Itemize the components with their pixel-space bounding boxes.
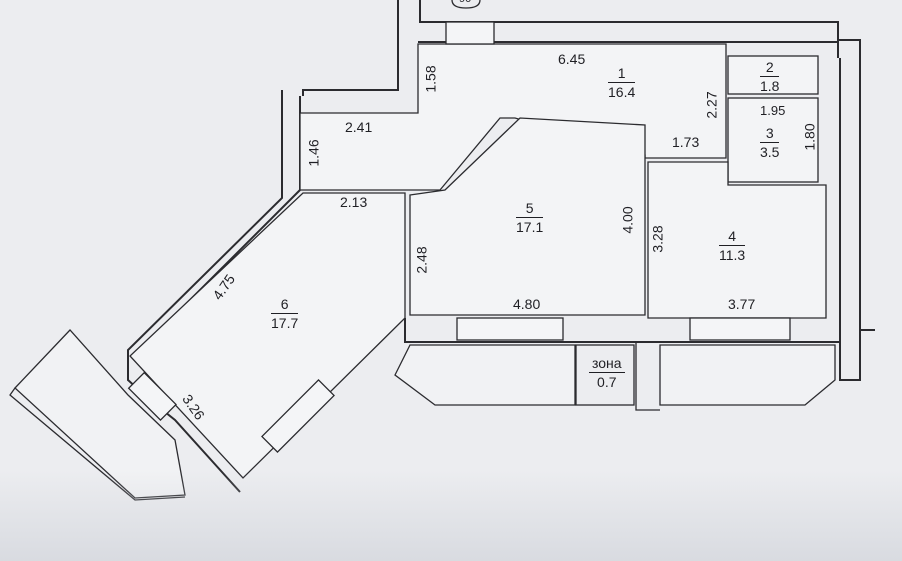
window-room5 bbox=[456, 317, 564, 341]
window-room4 bbox=[689, 317, 791, 341]
room-3 bbox=[727, 97, 819, 183]
balcony-left bbox=[394, 344, 576, 406]
room-area: 17.1 bbox=[516, 218, 544, 235]
room-1 bbox=[299, 43, 727, 191]
outer-walls bbox=[127, 0, 875, 493]
dimension-label: 4.80 bbox=[513, 296, 541, 312]
dimension-label: 2.41 bbox=[345, 119, 373, 135]
dimension-label: 3.28 bbox=[649, 225, 666, 253]
room-area: 1.8 bbox=[760, 77, 780, 94]
room-area: 17.7 bbox=[271, 314, 299, 331]
header-tag bbox=[451, 0, 481, 9]
zone-label: зона 0.7 bbox=[589, 356, 625, 389]
room-number: 2 bbox=[760, 60, 780, 77]
room-number: 6 bbox=[271, 297, 299, 314]
window-top bbox=[445, 21, 495, 45]
room-number: 4 bbox=[719, 229, 746, 246]
room-number: 3 bbox=[760, 126, 780, 143]
room-1-label: 1 16.4 bbox=[608, 66, 636, 100]
dimension-label: 4.00 bbox=[619, 206, 636, 234]
room-6-label: 6 17.7 bbox=[271, 297, 299, 331]
dimension-label: 1.80 bbox=[801, 123, 818, 151]
room-5 bbox=[409, 117, 646, 316]
room-4-label: 4 11.3 bbox=[719, 229, 746, 263]
background-haze bbox=[0, 470, 902, 561]
room-2-label: 2 1.8 bbox=[760, 60, 780, 94]
room-4 bbox=[647, 161, 827, 319]
dimension-label: 2.48 bbox=[413, 246, 430, 274]
room-2 bbox=[727, 55, 819, 95]
dimension-label: 3.77 bbox=[728, 296, 756, 312]
room-number: 1 bbox=[608, 66, 636, 83]
dimension-label: 2.13 bbox=[340, 194, 368, 210]
balcony-right bbox=[659, 344, 836, 406]
dimension-label: 1.58 bbox=[422, 65, 439, 93]
dimension-label: 6.45 bbox=[558, 51, 586, 67]
room-area: 0.7 bbox=[597, 373, 617, 390]
room-area: 16.4 bbox=[608, 83, 636, 100]
dimension-label: 2.27 bbox=[703, 91, 720, 119]
window-room6 bbox=[261, 379, 335, 453]
dimension-label: 1.95 bbox=[760, 103, 786, 118]
window-wing bbox=[127, 371, 177, 421]
dimension-label: 1.73 bbox=[672, 134, 700, 150]
header-tag-label: 90 bbox=[459, 0, 471, 5]
room-number: зона bbox=[589, 356, 625, 373]
room-5-label: 5 17.1 bbox=[516, 201, 544, 235]
room-area: 3.5 bbox=[760, 143, 780, 160]
zone-box bbox=[575, 344, 635, 406]
room-3-label: 3 3.5 bbox=[760, 126, 780, 160]
room-area: 11.3 bbox=[719, 246, 746, 263]
dimension-label: 1.46 bbox=[305, 139, 322, 167]
room-number: 5 bbox=[516, 201, 544, 218]
